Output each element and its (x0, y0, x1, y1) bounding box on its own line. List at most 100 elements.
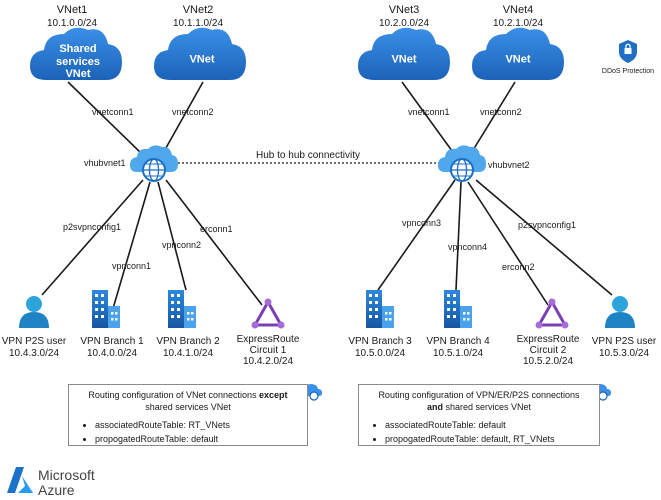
expressroute-icon (534, 297, 570, 330)
left-routing-box: Routing configuration of VNet connection… (68, 384, 308, 446)
building-icon (168, 290, 196, 328)
hub-to-hub-label: Hub to hub connectivity (256, 150, 360, 161)
vnet3-cloud-label: VNet (391, 53, 417, 66)
endpoint-er2: ExpressRoute Circuit 2 10.5.2.0/24 (517, 334, 580, 367)
vnet1-cidr: 10.1.0.0/24 (46, 18, 98, 29)
shield-icon (619, 40, 637, 63)
link-hub2-branch4 (455, 181, 462, 291)
left-conn-vpn2: vpnconn2 (162, 240, 202, 250)
link-vnet3-hub2 (401, 81, 456, 156)
endpoint-name: VPN Branch 1 (80, 336, 144, 347)
right-heading-text: Routing configuration of VPN/ER/P2S conn… (378, 390, 580, 400)
vnet1-cloud-label: Shared services VNet (55, 43, 101, 81)
hub-icon-right (437, 144, 487, 182)
endpoint-cidr: 10.5.2.0/24 (522, 356, 574, 367)
right-conn-er: erconn2 (502, 262, 535, 272)
link-hub1-er1 (165, 179, 263, 306)
user-icon (605, 296, 635, 328)
link-hub1-branch1 (111, 181, 151, 313)
link-vnet2-hub1 (161, 81, 204, 156)
endpoint-cidr: 10.5.1.0/24 (432, 348, 484, 359)
right-routing-box: Routing configuration of VPN/ER/P2S conn… (358, 384, 600, 446)
building-icon (444, 290, 472, 328)
endpoint-cidr: 10.4.2.0/24 (242, 356, 294, 367)
vnet4-title: VNet4 (502, 4, 534, 16)
endpoint-p2s-user-right: VPN P2S user 10.5.3.0/24 (592, 336, 656, 360)
connection-lines (41, 81, 613, 313)
vnet3-title: VNet3 (388, 4, 420, 16)
right-conn-vpn3: vpnconn3 (402, 218, 442, 228)
left-conn-er: erconn1 (200, 224, 233, 234)
user-icon (19, 296, 49, 328)
building-icon (366, 290, 394, 328)
right-routing-list: associatedRouteTable: default propogated… (359, 419, 599, 447)
endpoint-name: ExpressRoute (516, 334, 580, 345)
endpoint-branch4: VPN Branch 4 10.5.1.0/24 (426, 336, 489, 360)
brand-line2: Azure (38, 482, 75, 498)
azure-logo-icon (7, 467, 33, 493)
right-heading-line2: shared services VNet (442, 402, 532, 413)
vnet1-title: VNet1 (56, 4, 88, 16)
vnet3-conn-label: vnetconn1 (408, 107, 450, 117)
right-routing-heading: Routing configuration of VPN/ER/P2S conn… (359, 389, 599, 413)
hub-right-label: vhubvnet2 (488, 160, 530, 170)
endpoint-name: ExpressRoute (236, 334, 300, 345)
endpoint-name: VPN P2S user (591, 336, 657, 347)
link-hub1-p2s (41, 179, 144, 296)
vnet4-cidr: 10.2.1.0/24 (492, 18, 544, 29)
vnet2-conn-label: vnetconn2 (172, 107, 214, 117)
endpoint-name: VPN Branch 2 (156, 336, 220, 347)
endpoint-name: VPN P2S user (1, 336, 67, 347)
right-conn-vpn4: vpnconn4 (448, 242, 488, 252)
left-conn-p2s: p2svpnconfig1 (63, 222, 122, 232)
list-item: propogatedRouteTable: default, RT_VNets (385, 433, 599, 447)
endpoint-p2s-user-left: VPN P2S user 10.4.3.0/24 (2, 336, 66, 360)
vnet3-cidr: 10.2.0.0/24 (378, 18, 430, 29)
building-icon (92, 290, 120, 328)
endpoint-cidr: 10.5.3.0/24 (598, 348, 650, 359)
endpoint-branch3: VPN Branch 3 10.5.0.0/24 (348, 336, 411, 360)
link-vnet4-hub2 (469, 81, 516, 156)
hub-icon-left (129, 144, 179, 182)
expressroute-icon (250, 297, 286, 330)
vnet2-cloud-label: VNet (189, 53, 215, 66)
brand-text: Microsoft Azure (38, 468, 95, 498)
left-heading-text: Routing configuration of VNet connection… (88, 390, 260, 400)
list-item: associatedRouteTable: default (385, 419, 599, 433)
vnet4-conn-label: vnetconn2 (480, 107, 522, 117)
link-hub1-branch2 (157, 181, 187, 291)
right-conn-p2s: p2svpnconfig1 (518, 220, 577, 230)
endpoint-cidr: 10.4.0.0/24 (86, 348, 138, 359)
endpoint-cidr: 10.4.3.0/24 (8, 348, 60, 359)
vnet2-title: VNet2 (182, 4, 214, 16)
endpoint-er1: ExpressRoute Circuit 1 10.4.2.0/24 (237, 334, 300, 367)
vnet4-cloud-label: VNet (505, 53, 531, 66)
left-heading-line2: shared services VNet (145, 402, 231, 413)
left-routing-heading: Routing configuration of VNet connection… (69, 389, 307, 413)
hub-left-label: vhubvnet1 (84, 158, 126, 168)
vnet2-cidr: 10.1.1.0/24 (172, 18, 224, 29)
link-hub2-er2 (467, 181, 549, 306)
endpoint-name: VPN Branch 3 (348, 336, 412, 347)
endpoint-name-2: Circuit 2 (529, 345, 567, 356)
left-conn-vpn1: vpnconn1 (112, 261, 152, 271)
brand-line1: Microsoft (38, 467, 95, 483)
link-vnet1-hub1 (67, 81, 144, 156)
endpoint-name-2: Circuit 1 (249, 345, 287, 356)
endpoint-name: VPN Branch 4 (426, 336, 490, 347)
left-routing-list: associatedRouteTable: RT_VNets propogate… (69, 419, 307, 447)
link-hub2-p2s (475, 179, 613, 296)
endpoint-branch2: VPN Branch 2 10.4.1.0/24 (156, 336, 219, 360)
vnet1-conn-label: vnetconn1 (92, 107, 134, 117)
left-heading-bold: except (259, 390, 288, 400)
link-hub2-branch3 (377, 179, 456, 291)
list-item: propogatedRouteTable: default (95, 433, 307, 447)
list-item: associatedRouteTable: RT_VNets (95, 419, 307, 433)
endpoint-branch1: VPN Branch 1 10.4.0.0/24 (80, 336, 143, 360)
endpoint-cidr: 10.5.0.0/24 (354, 348, 406, 359)
endpoint-cidr: 10.4.1.0/24 (162, 348, 214, 359)
ddos-label: DDoS Protection (601, 68, 655, 75)
right-heading-bold: and (426, 402, 443, 413)
